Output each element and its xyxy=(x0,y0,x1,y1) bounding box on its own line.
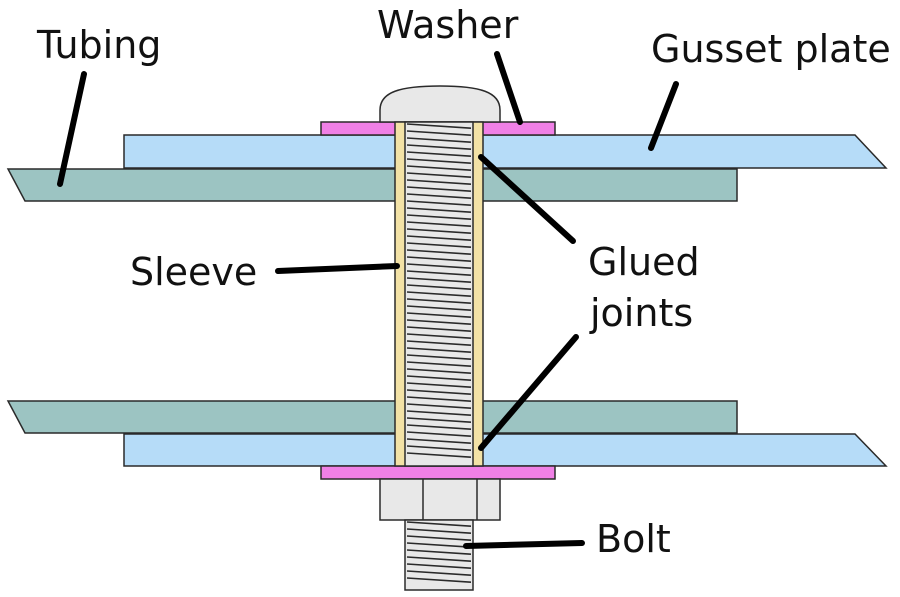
sleeve-label: Sleeve xyxy=(130,250,257,294)
bolt-label: Bolt xyxy=(596,517,671,561)
bolt-tail-threads xyxy=(406,521,472,583)
thread-lines xyxy=(406,123,472,458)
sleeve-leader xyxy=(275,263,400,274)
bolt-threads xyxy=(406,123,472,458)
tubing-leader xyxy=(57,71,87,187)
gusset-plate-leader xyxy=(648,81,679,151)
bolt-leader xyxy=(463,540,585,549)
gusset-plate-label: Gusset plate xyxy=(651,27,891,71)
glued-joints-label-line1: Glued xyxy=(588,240,700,284)
glued-joints-label-line2: joints xyxy=(589,291,693,335)
washer-label: Washer xyxy=(377,3,519,47)
washer-bottom xyxy=(320,465,556,480)
tubing-wall-lower xyxy=(6,400,738,434)
nut xyxy=(379,478,501,521)
tubing-label: Tubing xyxy=(36,23,161,67)
gusset-plate-lower xyxy=(123,433,888,467)
bolt-head xyxy=(379,85,501,123)
glued-joints-leader-lower xyxy=(478,334,579,451)
tubing-wall-upper xyxy=(6,168,738,202)
gusset-plate-upper xyxy=(123,134,888,169)
thread-lines xyxy=(406,521,472,583)
glued-joints-leader-upper xyxy=(478,154,576,244)
washer-leader xyxy=(494,51,523,125)
